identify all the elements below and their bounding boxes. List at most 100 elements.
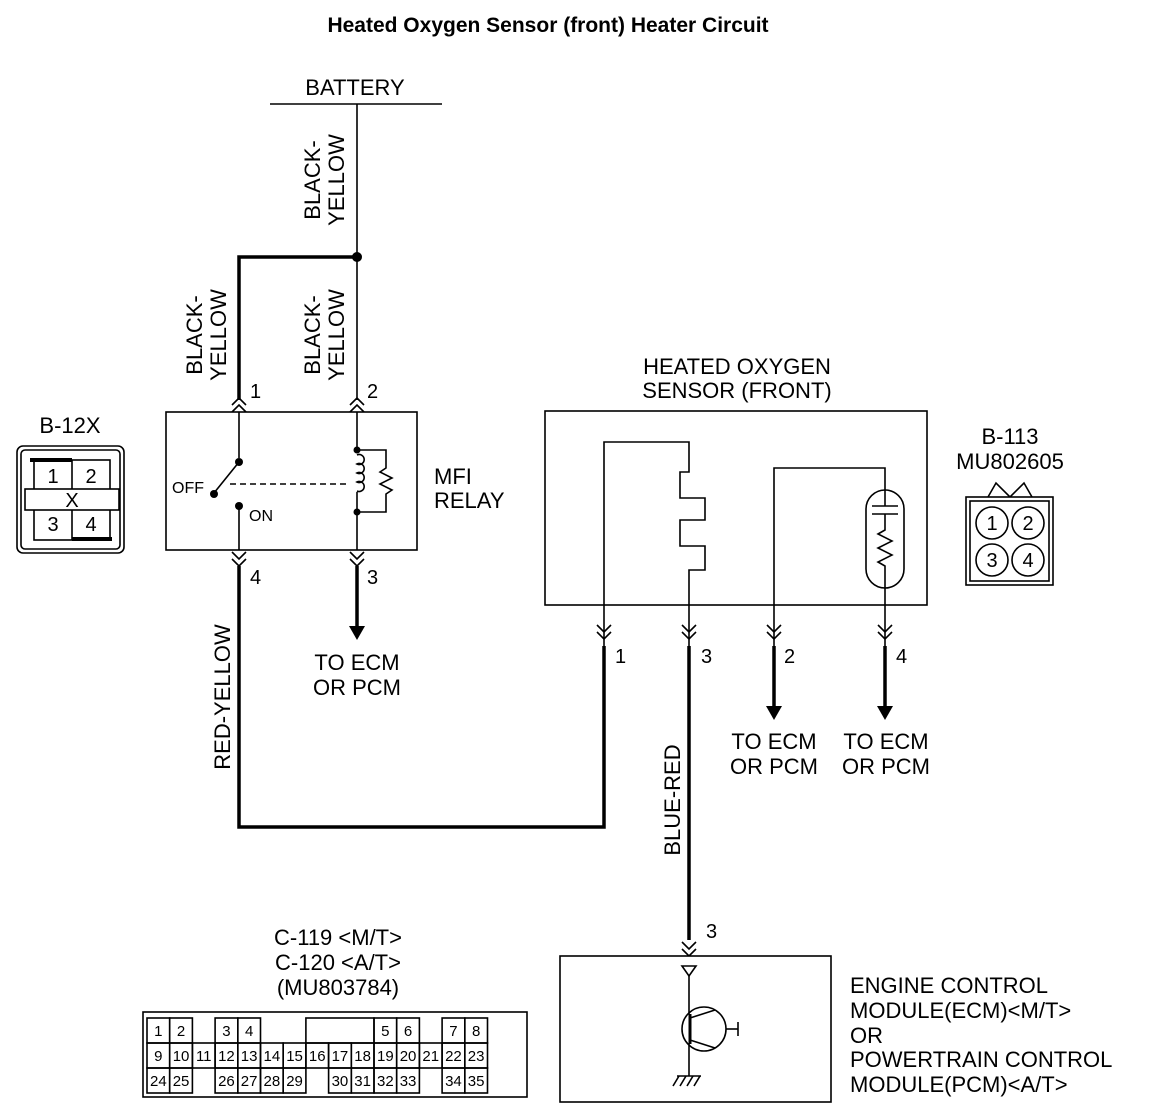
ecm-connector-cell-label: 16 [309, 1048, 326, 1065]
ecm-connector-cell-label: 25 [173, 1073, 190, 1090]
sensor-name-line1: HEATED OXYGEN [643, 354, 831, 379]
main-feed-color-line1: BLACK- [300, 140, 325, 219]
red-yellow-wire [237, 566, 606, 829]
svg-text:YELLOW: YELLOW [324, 289, 349, 381]
ecm-connector-cell-label: 18 [354, 1048, 371, 1065]
ecm-connector-cell-label: 14 [264, 1048, 281, 1065]
ecm-connector-cell [395, 1067, 421, 1094]
ecm-connector-cell-label: 20 [400, 1048, 417, 1065]
relay-pin3-arrow [349, 626, 365, 640]
relay-switch-arm [213, 461, 240, 494]
ecm-connector-cell-label: 9 [154, 1048, 162, 1065]
relay-resistor [357, 449, 394, 513]
ecm-label-line1: ENGINE CONTROL [850, 973, 1048, 998]
ecm-connector-cell-label: 24 [150, 1073, 167, 1090]
ecm-connector-cell-label: 35 [468, 1073, 485, 1090]
ecm-connector-cell [463, 1067, 489, 1094]
relay-pin1-color: BLACK- YELLOW [182, 289, 231, 381]
ecm-connector-cell-label: 32 [377, 1073, 394, 1090]
branch-wire-pin1 [237, 255, 357, 400]
relay-connector-cell-3: 3 [47, 514, 58, 536]
relay-connector-x: X [65, 490, 78, 512]
ecm-pin-label: 3 [706, 921, 717, 943]
ecm-connector-cell [168, 1067, 194, 1094]
sensor-connector-cell-1: 1 [986, 513, 997, 535]
ecm-label-line3: OR [850, 1023, 883, 1048]
sensor-signal-wire [773, 467, 886, 605]
ecm-connector-cell-label: 11 [196, 1048, 212, 1065]
ecm-connector-cell-label: 17 [332, 1048, 349, 1065]
relay-to-ecm-line1: TO ECM [314, 650, 399, 675]
ecm-connector-cell-label: 13 [241, 1048, 258, 1065]
sensor-connector-cell-2: 2 [1022, 513, 1033, 535]
relay-to-ecm-line2: OR PCM [313, 675, 401, 700]
blue-red-label: BLUE-RED [660, 744, 685, 855]
battery-label: BATTERY [305, 75, 405, 100]
ecm-connector-cell-label: 2 [177, 1023, 185, 1040]
ecm-connector-cell-label: 26 [218, 1073, 235, 1090]
relay-connector-cell-1: 1 [47, 466, 58, 488]
sensor-connector-cell-4: 4 [1022, 550, 1033, 572]
relay-pin4-marker [231, 551, 247, 561]
svg-text:BLACK-: BLACK- [300, 295, 325, 374]
relay-name-line1: MFI [434, 464, 472, 489]
sensor-name-line2: SENSOR (FRONT) [642, 378, 831, 403]
mfi-relay-box [165, 411, 418, 551]
ecm-box [559, 955, 832, 1103]
svg-text:BLACK-: BLACK- [182, 295, 207, 374]
ecm-connector-cell-label: 19 [377, 1048, 394, 1065]
relay-on-label: ON [249, 508, 273, 525]
svg-text:YELLOW: YELLOW [206, 289, 231, 381]
ecm-connector-cell-label: 6 [404, 1023, 412, 1040]
ecm-connector-blank [305, 1017, 375, 1044]
sensor-out4-line1: TO ECM [843, 729, 928, 754]
relay-common-contact [210, 490, 218, 498]
sensor-pin1-label: 1 [615, 646, 626, 668]
ecm-connector-cell-label: 4 [245, 1023, 253, 1040]
ecm-label-line4: POWERTRAIN CONTROL [850, 1047, 1112, 1072]
ecm-connector-cell-label: 10 [173, 1048, 190, 1065]
relay-connector-cell-2: 2 [85, 466, 96, 488]
diagram-title: Heated Oxygen Sensor (front) Heater Circ… [327, 14, 768, 37]
ecm-connector-cell-label: 30 [332, 1073, 349, 1090]
relay-connector-cell-4: 4 [85, 514, 96, 536]
sensor-pin2-label: 2 [784, 646, 795, 668]
ecm-connector-cell-label: 21 [422, 1048, 439, 1065]
relay-pin1-marker [231, 396, 247, 406]
ecm-connector-cell-label: 12 [218, 1048, 235, 1065]
ecm-pin-marker [681, 941, 697, 951]
sensor-out2-line1: TO ECM [731, 729, 816, 754]
sensor-pin4-label: 4 [896, 646, 907, 668]
relay-pin2-label: 2 [367, 381, 378, 403]
ecm-connector-cell-label: 28 [264, 1073, 281, 1090]
ecm-connector-line3: (MU803784) [277, 975, 399, 1000]
main-feed-color-line2: YELLOW [324, 134, 349, 226]
relay-coil [355, 453, 365, 493]
relay-off-label: OFF [172, 480, 204, 497]
sensor-out4-line2: OR PCM [842, 754, 930, 779]
ecm-connector-line1: C-119 <M/T> [274, 925, 402, 950]
relay-pin1-label: 1 [250, 381, 261, 403]
ecm-connector-cell-label: 27 [241, 1073, 258, 1090]
relay-name-line2: RELAY [434, 488, 505, 513]
ecm-connector-cell-label: 1 [154, 1023, 162, 1040]
sensor-box [544, 410, 928, 606]
ecm-connector-cell-label: 33 [400, 1073, 417, 1090]
ecm-connector-cell-label: 29 [286, 1073, 303, 1090]
sensor-connector-id: B-113 [981, 424, 1038, 449]
ecm-connector-cell-label: 7 [449, 1023, 457, 1040]
sensor-connector-cell-3: 3 [986, 550, 997, 572]
ecm-connector-cell-label: 23 [468, 1048, 485, 1065]
ecm-connector-cell-label: 3 [222, 1023, 230, 1040]
ecm-connector-cell-label: 15 [286, 1048, 303, 1065]
sensor-connector-part: MU802605 [956, 449, 1064, 474]
ecm-connector-cell-label: 34 [445, 1073, 462, 1090]
main-feed-color: BLACK- YELLOW [300, 134, 349, 226]
red-yellow-label: RED-YELLOW [210, 624, 235, 770]
ecm-connector-cell-label: 8 [472, 1023, 480, 1040]
ecm-label-line5: MODULE(PCM)<A/T> [850, 1072, 1068, 1097]
ecm-connector-cell-label: 5 [381, 1023, 389, 1040]
relay-pin3-marker [349, 551, 365, 561]
